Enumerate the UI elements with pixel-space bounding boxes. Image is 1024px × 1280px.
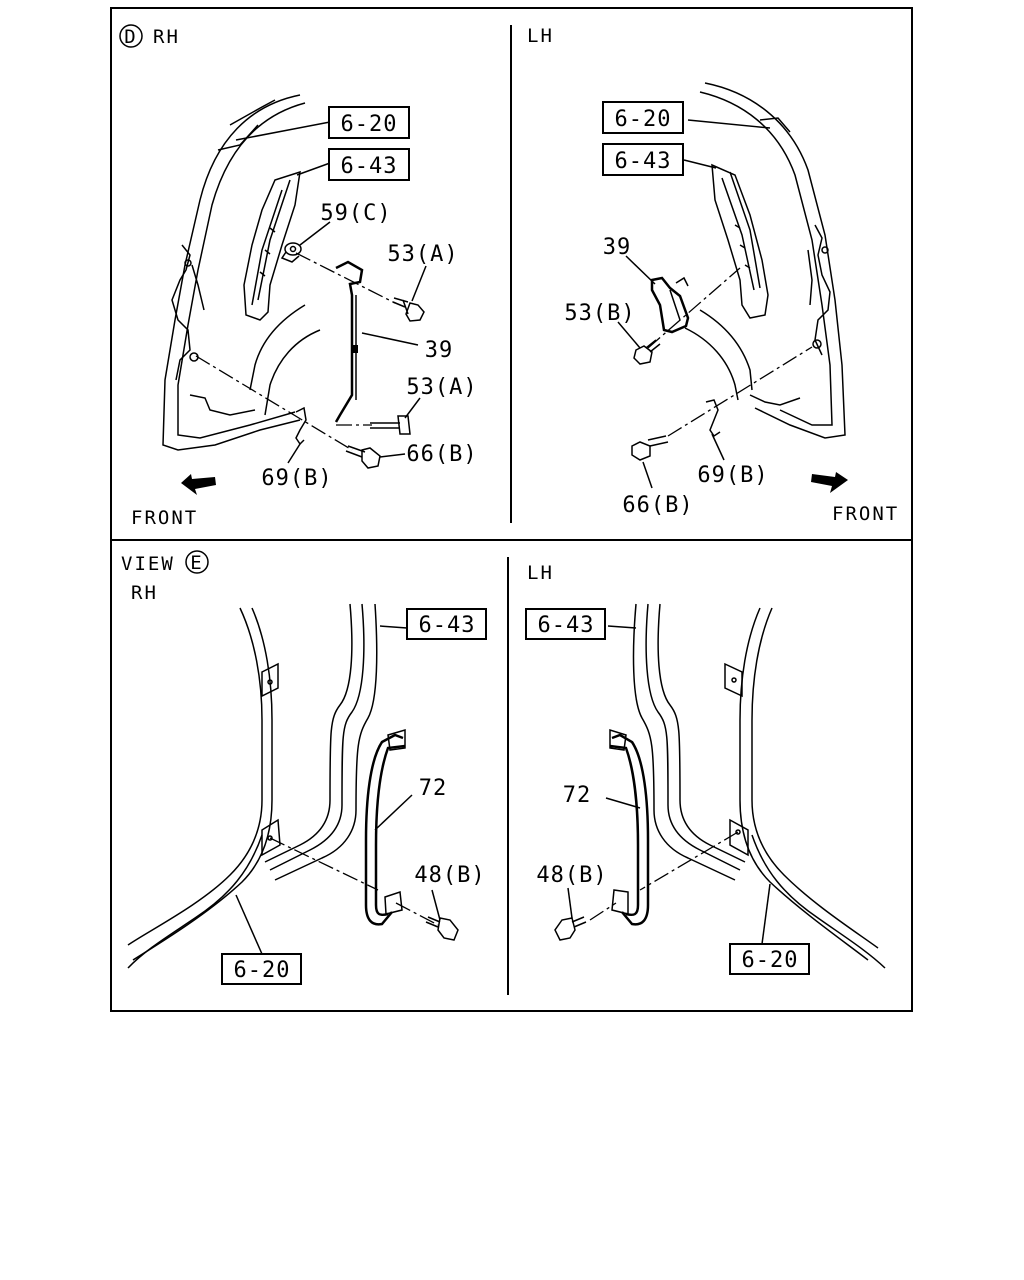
part-label: 39 — [603, 235, 632, 260]
body-panel-rh — [162, 94, 321, 451]
bolt-icon — [425, 916, 459, 941]
pillar-panel-lh — [632, 603, 886, 969]
ref-label: 6-43 — [538, 613, 595, 638]
view-marker-d: D — [124, 26, 137, 48]
front-label: FRONT — [832, 503, 899, 525]
diagram-frame — [110, 7, 913, 1012]
front-label: FRONT — [131, 507, 198, 529]
side-label-lh: LH — [527, 25, 554, 47]
pillar-panel-rh — [127, 603, 378, 969]
side-label-lh: LH — [527, 562, 554, 584]
body-panel-lh — [684, 82, 846, 439]
bolt-icon — [370, 415, 411, 435]
part-label: 69(B) — [697, 463, 768, 488]
part-label: 48(B) — [414, 863, 485, 888]
bolt-icon — [392, 297, 425, 322]
part-label: 59(C) — [320, 201, 391, 226]
part-label: 72 — [419, 776, 448, 801]
part-label: 53(B) — [564, 301, 635, 326]
ref-label: 6-20 — [234, 958, 291, 983]
front-arrow-icon — [811, 472, 848, 493]
part-label: 69(B) — [261, 466, 332, 491]
part-label: 66(B) — [622, 493, 693, 518]
side-label-rh: RH — [153, 26, 180, 48]
part-label: 72 — [563, 783, 592, 808]
ref-label: 6-43 — [341, 154, 398, 179]
circled-letter-icon — [119, 24, 143, 48]
ref-label: 6-20 — [742, 948, 799, 973]
clip-icon — [280, 242, 302, 263]
bolt-icon — [345, 445, 381, 469]
panel-bottom-left: VIEW E RH — [121, 550, 487, 985]
stay-part-39 — [334, 260, 364, 423]
clip-icon — [705, 399, 721, 438]
panel-bottom-right: LH 6-43 — [525, 562, 886, 975]
ref-label: 6-20 — [341, 112, 398, 137]
view-label: VIEW — [121, 553, 175, 575]
bracket-part-72 — [364, 728, 406, 926]
ref-label: 6-43 — [419, 613, 476, 638]
panel-top-left: D RH — [119, 24, 477, 529]
circled-letter-icon — [185, 550, 209, 574]
bolt-icon — [631, 435, 669, 461]
panel-top-right: LH — [527, 25, 899, 525]
stay-part-39 — [650, 276, 690, 334]
part-label: 48(B) — [536, 863, 607, 888]
part-label: 53(A) — [387, 242, 458, 267]
bracket-part-72 — [609, 728, 650, 926]
side-label-rh: RH — [131, 582, 158, 604]
part-label: 39 — [425, 338, 454, 363]
clip-icon — [295, 406, 307, 446]
bolt-icon — [554, 916, 587, 941]
part-label: 53(A) — [406, 375, 477, 400]
bolt-icon — [633, 339, 661, 365]
part-label: 66(B) — [406, 442, 477, 467]
ref-label: 6-20 — [615, 107, 672, 132]
front-arrow-icon — [181, 474, 216, 495]
ref-label: 6-43 — [615, 149, 672, 174]
view-marker-e: E — [190, 552, 203, 574]
